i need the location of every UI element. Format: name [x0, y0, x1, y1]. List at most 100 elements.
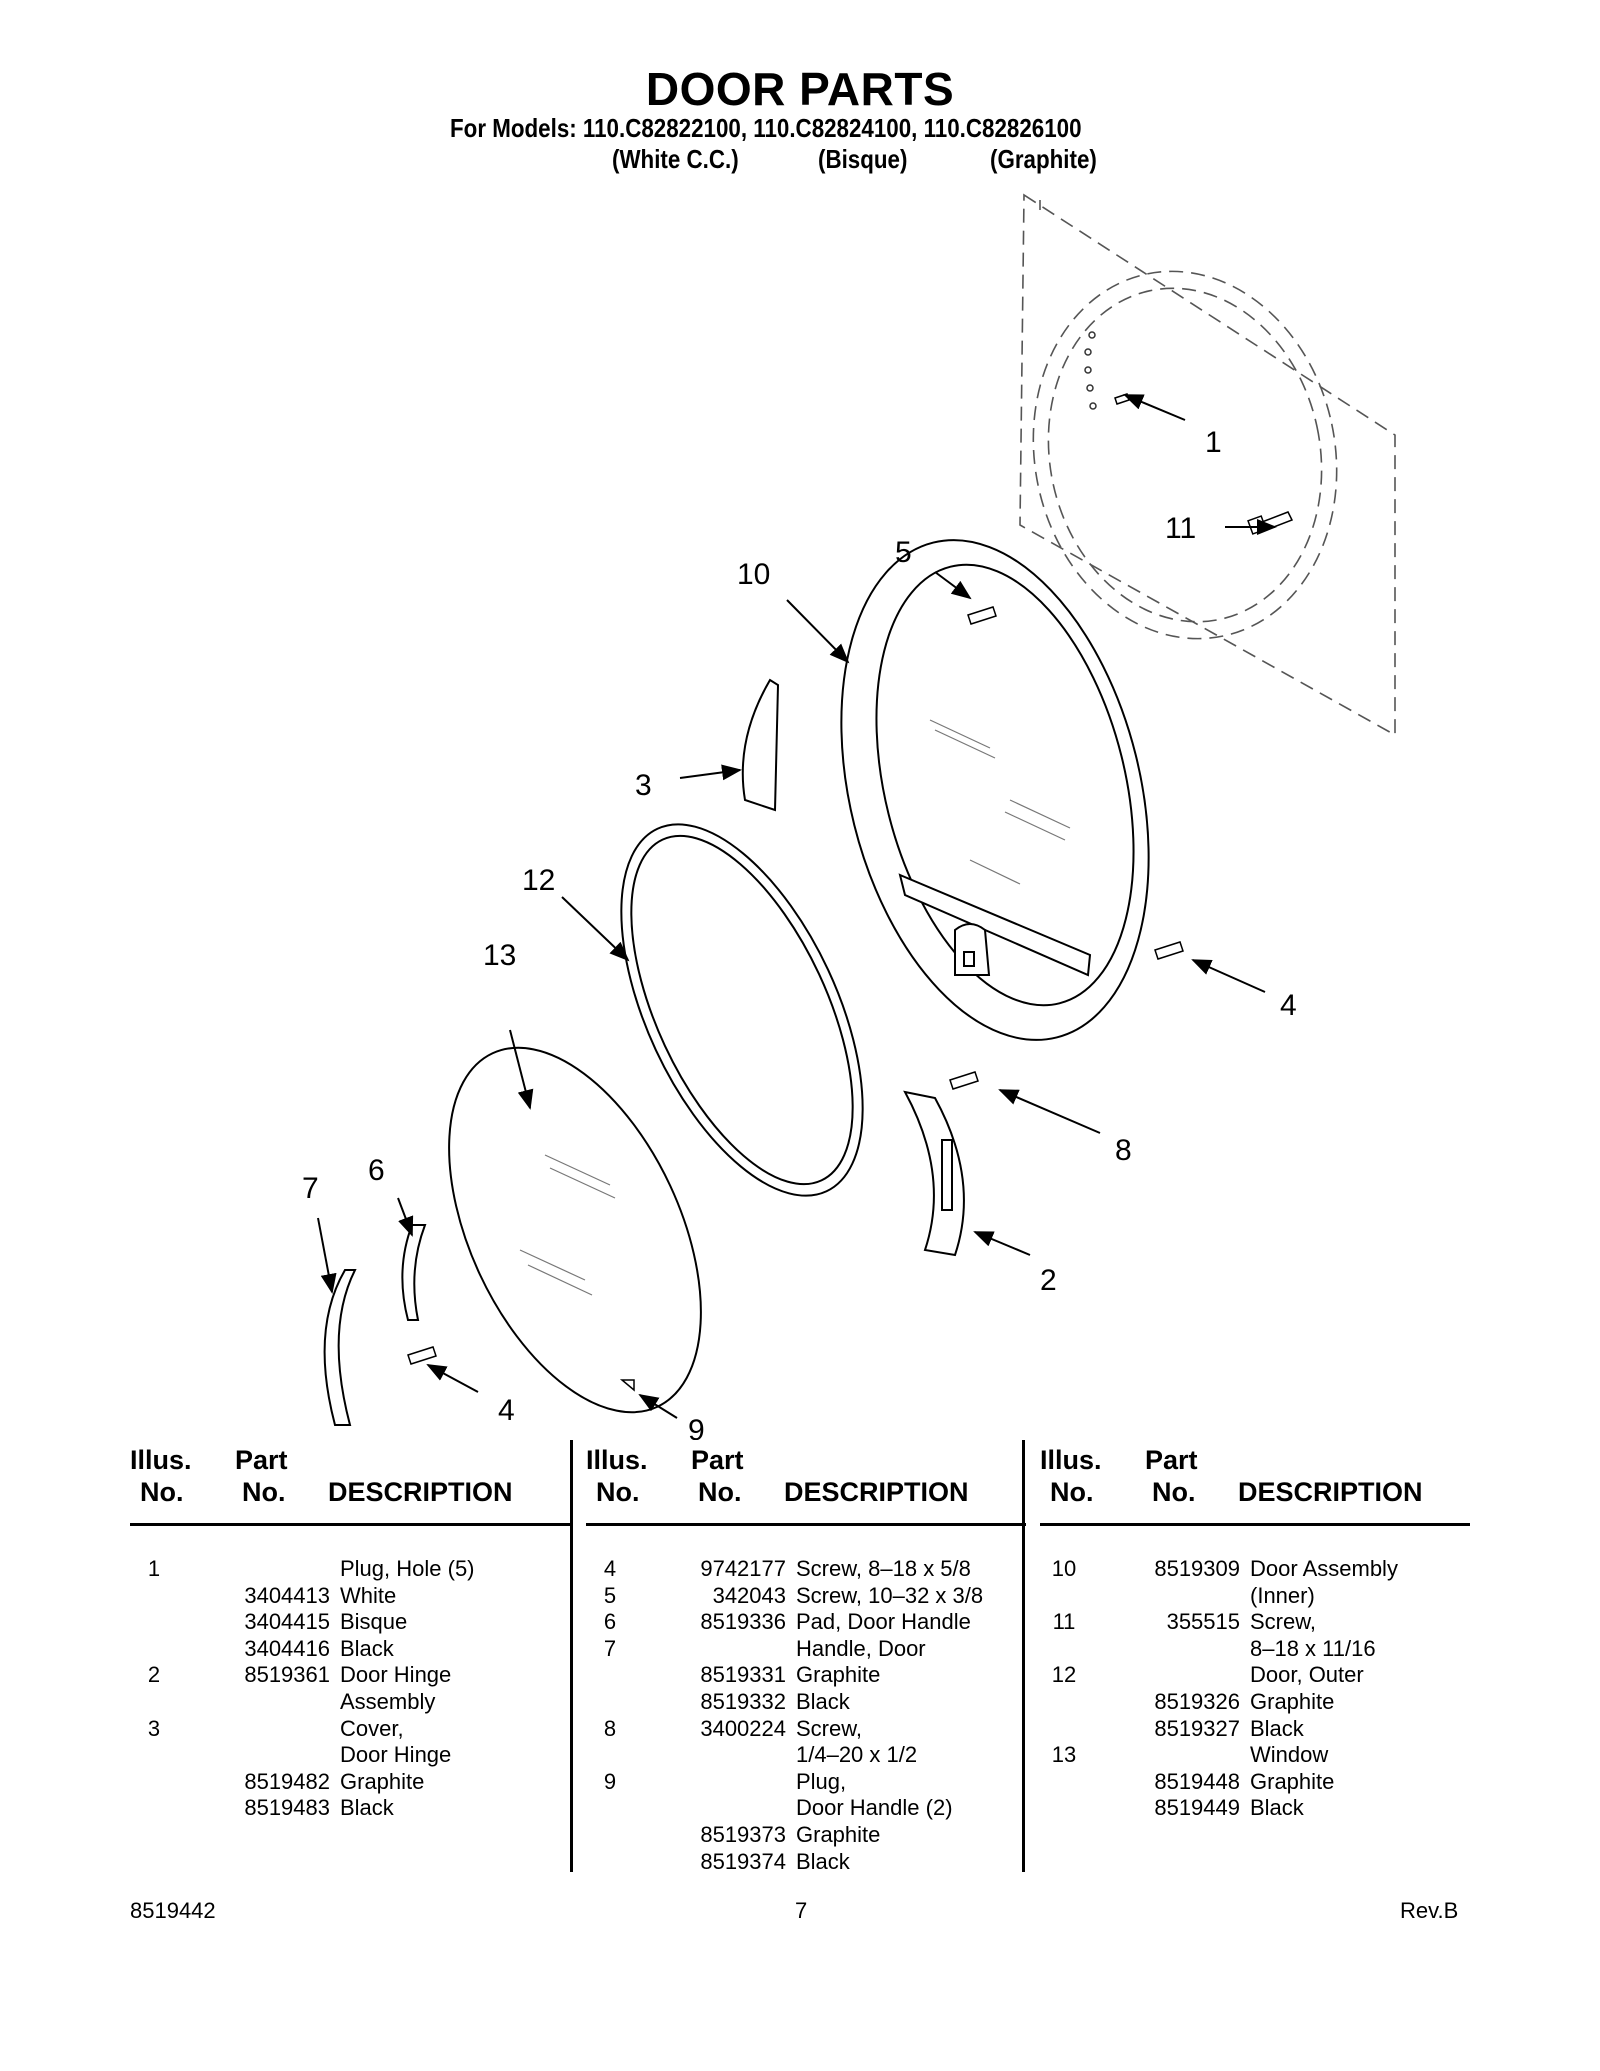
part-no-cell: 8519449	[1154, 1795, 1240, 1821]
table-row: (Inner)	[1040, 1583, 1470, 1609]
header-description: DESCRIPTION	[328, 1477, 513, 1507]
header-part-no: No.	[1152, 1477, 1196, 1507]
description-cell: Screw,	[796, 1715, 863, 1741]
part-no-cell: 355515	[1166, 1609, 1240, 1635]
description-cell: Plug,	[796, 1768, 847, 1794]
part-no-cell: 3404416	[244, 1635, 330, 1661]
illus-no-cell: 10	[1051, 1556, 1077, 1581]
door-hinge-graphic	[903, 1090, 965, 1257]
window-hatch-lines-10	[929, 719, 1071, 885]
part-no-cell: 8519336	[700, 1609, 786, 1635]
outer-door-ring-graphic	[620, 823, 864, 1197]
screw-11-graphic	[1247, 511, 1294, 535]
exploded-parts-diagram: 1 2 3 4 4 5 6 7 8 9 10 11 12 13	[302, 193, 1396, 1440]
table-row: 8519326 Graphite	[1040, 1689, 1470, 1715]
description-cell: 1/4–20 x 1/2	[796, 1742, 918, 1768]
illus-no-cell: 9	[603, 1768, 617, 1794]
table-row: 8519482 Graphite	[130, 1769, 570, 1795]
description-cell: Graphite	[340, 1768, 425, 1794]
illus-no-cell: 11	[1052, 1609, 1076, 1635]
description-cell: Graphite	[796, 1662, 881, 1688]
header-illus: Illus.	[130, 1445, 192, 1475]
page-title: DOOR PARTS	[645, 63, 955, 115]
part-no-cell: 8519326	[1154, 1689, 1240, 1714]
callout-4b: 4	[498, 1394, 515, 1427]
callout-3: 3	[635, 769, 652, 802]
header-part-no: No.	[242, 1477, 286, 1507]
description-cell: Black	[796, 1848, 850, 1874]
callout-4a: 4	[1280, 989, 1297, 1022]
description-cell: Door Assembly	[1250, 1556, 1398, 1581]
part-no-cell: 8519448	[1154, 1768, 1240, 1794]
illus-no-cell: 8	[603, 1715, 617, 1741]
description-cell: 8–18 x 11/16	[1250, 1635, 1376, 1661]
description-cell: Graphite	[1250, 1768, 1335, 1794]
header-part: Part	[235, 1445, 288, 1475]
illus-no-cell: 7	[603, 1635, 617, 1661]
description-cell: Door Handle (2)	[796, 1795, 953, 1821]
description-cell: Black	[796, 1689, 850, 1714]
plug-hole-dots	[1084, 331, 1097, 410]
illus-no-cell: 12	[1051, 1662, 1077, 1688]
table-row: Assembly	[130, 1689, 570, 1715]
part-no-cell: 3400224	[700, 1715, 786, 1741]
illus-no-cell: 5	[603, 1582, 617, 1608]
callout-12: 12	[522, 864, 555, 897]
description-cell: Handle, Door	[796, 1635, 926, 1661]
description-cell: Black	[340, 1795, 394, 1821]
table-row: Door Hinge	[130, 1742, 570, 1768]
callout-7: 7	[302, 1172, 319, 1205]
illus-no-cell: 13	[1051, 1742, 1077, 1768]
description-cell: Graphite	[1250, 1689, 1335, 1714]
leader-arrows	[317, 394, 1277, 1419]
illus-no-cell: 2	[147, 1662, 161, 1688]
description-cell: Assembly	[340, 1689, 436, 1714]
table-row: Door Handle (2)	[586, 1795, 1026, 1821]
page-number: 7	[795, 1898, 808, 1923]
table-row: 8519448 Graphite	[1040, 1769, 1470, 1795]
header-part: Part	[1145, 1445, 1198, 1475]
part-no-cell: 8519374	[700, 1848, 786, 1874]
part-no-cell: 8519482	[244, 1768, 330, 1794]
handle-pad-graphic	[401, 1224, 427, 1321]
header-illus: Illus.	[586, 1445, 648, 1475]
part-no-cell: 8519331	[700, 1662, 786, 1688]
table-row: 8–18 x 11/16	[1040, 1636, 1470, 1662]
table-header: Illus. No. Part No. DESCRIPTION	[586, 1445, 1026, 1526]
header-part-no: No.	[698, 1477, 742, 1507]
illus-no-cell: 6	[603, 1609, 617, 1635]
header-description: DESCRIPTION	[784, 1477, 969, 1507]
description-cell: Screw, 10–32 x 3/8	[796, 1582, 984, 1608]
revision: Rev.B	[1400, 1898, 1459, 1923]
header-illus-no: No.	[140, 1477, 184, 1507]
callout-13: 13	[483, 939, 516, 972]
header-illus: Illus.	[1040, 1445, 1102, 1475]
table-row: 1/4–20 x 1/2	[586, 1742, 1026, 1768]
description-cell: White	[340, 1582, 397, 1608]
table-header: Illus. No. Part No. DESCRIPTION	[1040, 1445, 1470, 1526]
description-cell: Plug, Hole (5)	[340, 1556, 475, 1581]
inner-door-assembly-graphic	[840, 539, 1150, 1041]
description-cell: Door, Outer	[1250, 1662, 1364, 1688]
cabinet-front-panel	[1019, 193, 1396, 737]
callout-11: 11	[1165, 512, 1196, 545]
column-divider	[570, 1440, 573, 1872]
description-cell: Cover,	[340, 1715, 404, 1741]
table-row: 8519331 Graphite	[586, 1662, 1026, 1688]
column-divider	[1022, 1440, 1025, 1872]
header-illus-no: No.	[596, 1477, 640, 1507]
header-part: Part	[691, 1445, 744, 1475]
part-no-cell: 8519361	[244, 1662, 330, 1688]
